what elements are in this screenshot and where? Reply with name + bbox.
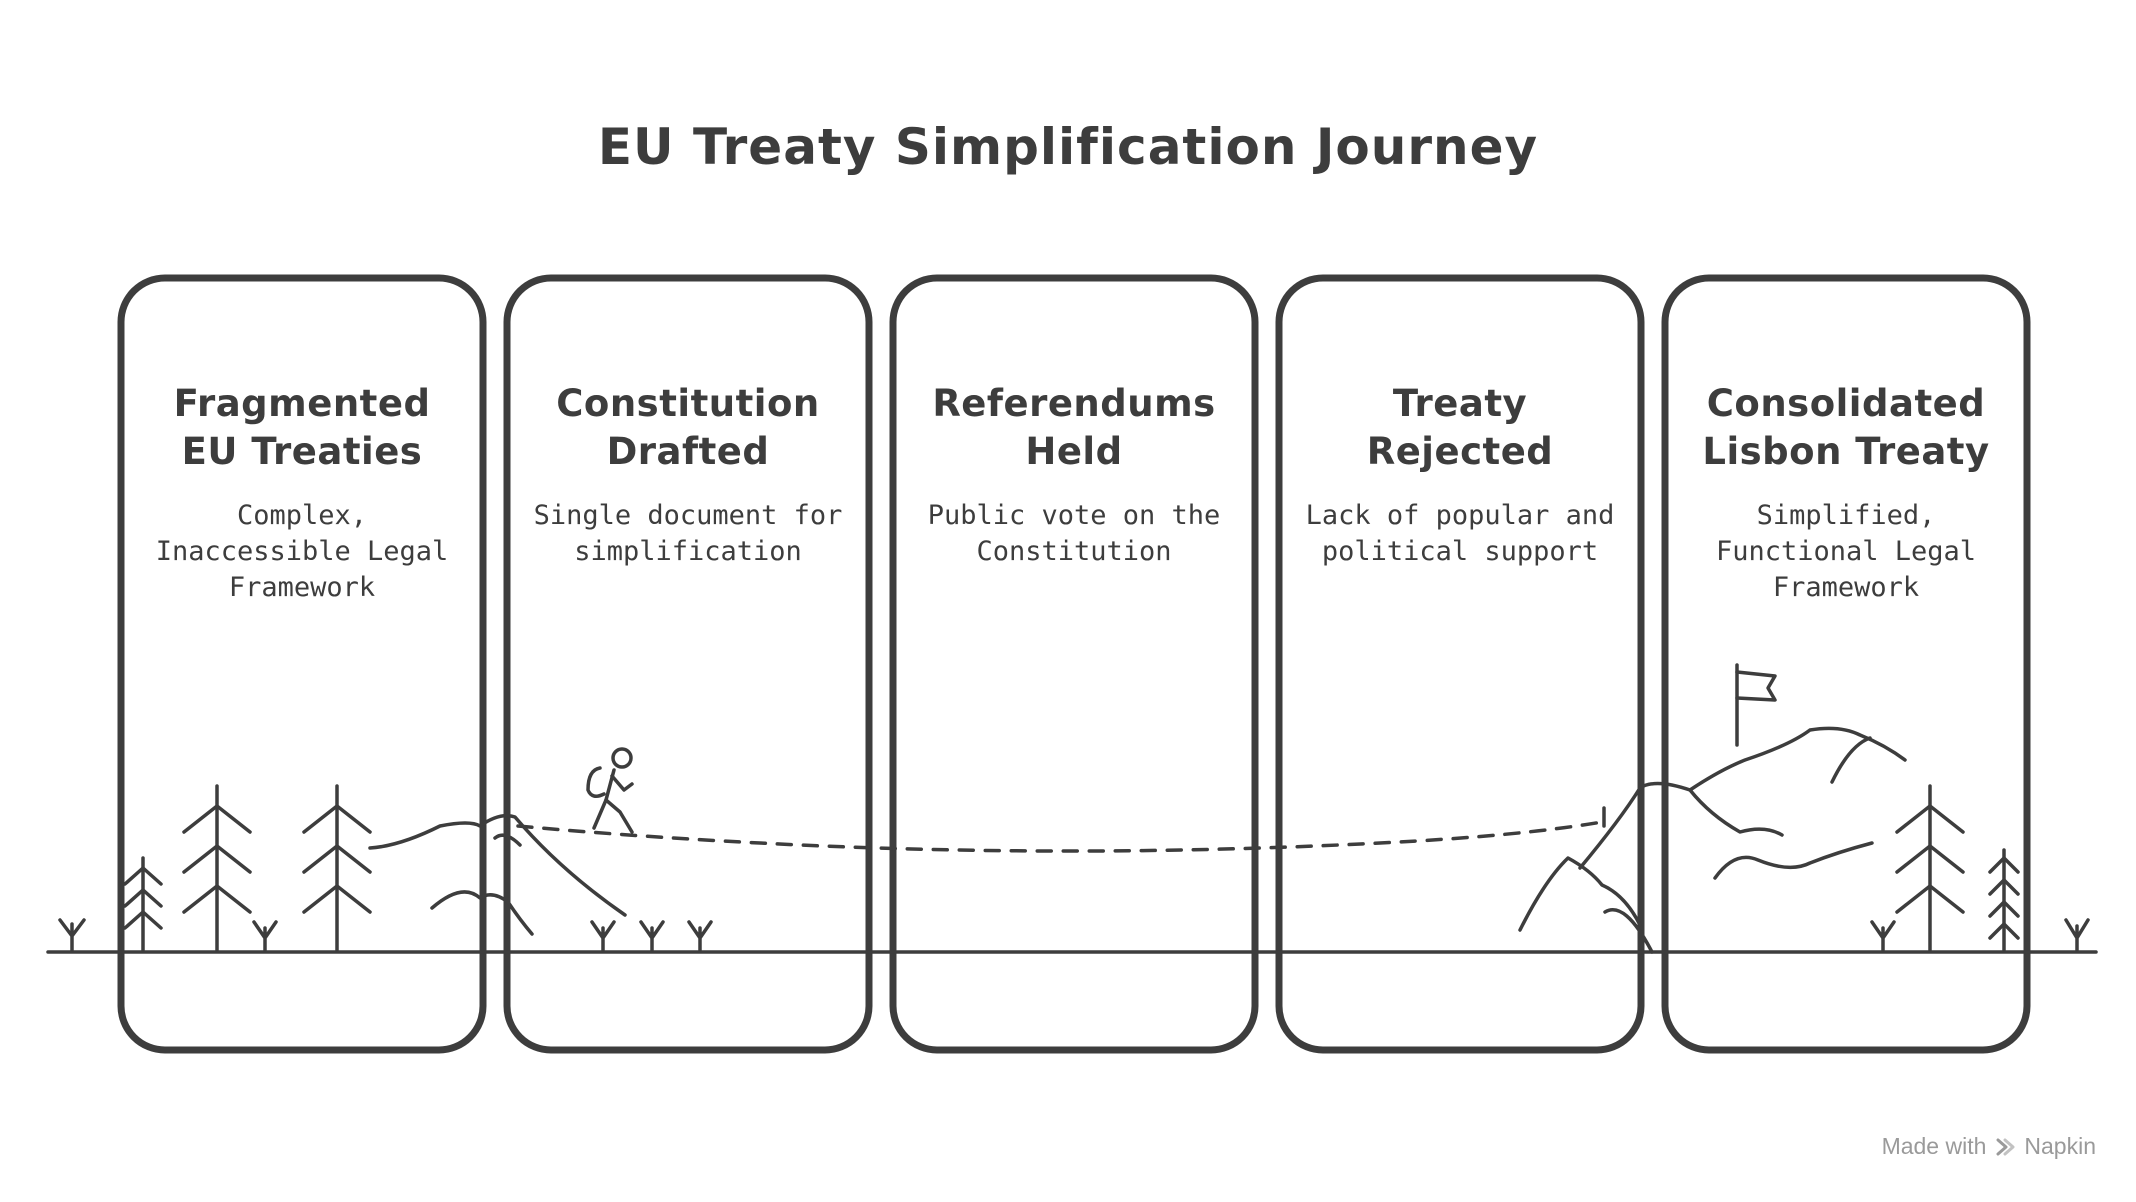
step-1-title: Fragmented EU Treaties	[173, 382, 431, 473]
step-4: Treaty Rejected Lack of popular and poli…	[1290, 380, 1630, 570]
step-3-description: Public vote on the Constitution	[927, 500, 1221, 567]
step-3-title: Referendums Held	[932, 382, 1216, 473]
step-card-3	[889, 274, 1259, 1054]
pine-tree-icon	[182, 784, 252, 952]
grass-tufts-right	[1870, 918, 2090, 952]
pine-tree-icon	[1895, 784, 1965, 952]
step-1-description: Complex, Inaccessible Legal Framework	[155, 500, 449, 603]
pine-tree-icon	[123, 856, 163, 952]
step-2: Constitution Drafted Single document for…	[518, 380, 858, 570]
brand-prefix: Made with	[1881, 1133, 1987, 1159]
step-card-2	[503, 274, 873, 1054]
step-4-title: Treaty Rejected	[1366, 382, 1554, 473]
napkin-logo-icon	[1996, 1138, 2015, 1155]
mountain-icon	[1518, 726, 1907, 954]
step-card-4	[1275, 274, 1645, 1054]
step-5: Consolidated Lisbon Treaty Simplified, F…	[1676, 380, 2016, 606]
pine-tree-icon	[302, 784, 372, 952]
step-5-description: Simplified, Functional Legal Framework	[1715, 500, 1977, 603]
step-1: Fragmented EU Treaties Complex, Inaccess…	[132, 380, 472, 606]
trail-path	[516, 820, 1604, 853]
brand-name: Napkin	[2024, 1133, 2096, 1159]
mountain-icon	[368, 813, 627, 936]
hiker-icon	[586, 747, 634, 834]
flag-icon	[1735, 663, 1777, 747]
step-2-title: Constitution Drafted	[556, 382, 820, 473]
grass-tufts-left	[58, 918, 713, 952]
step-card-5	[1661, 274, 2031, 1054]
pine-tree-icon	[1988, 848, 2020, 952]
made-with-napkin-link[interactable]: Made with Napkin	[1882, 1133, 2096, 1160]
step-card-1	[117, 274, 487, 1054]
step-2-description: Single document for simplification	[533, 500, 843, 567]
step-4-description: Lack of popular and political support	[1305, 500, 1615, 567]
step-3: Referendums Held Public vote on the Cons…	[904, 380, 1244, 570]
page-title: EU Treaty Simplification Journey	[597, 118, 1539, 176]
step-5-title: Consolidated Lisbon Treaty	[1702, 382, 1990, 473]
